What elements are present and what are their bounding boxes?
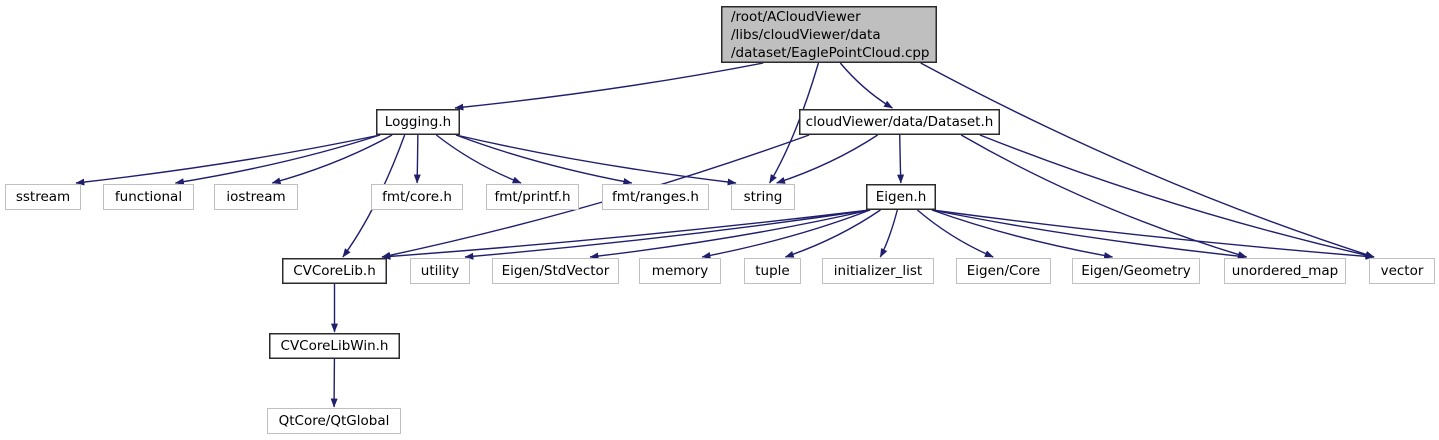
graph-edge-eigen-to-utility [464, 209, 871, 260]
graph-node-eigengeom[interactable]: Eigen/Geometry [1072, 258, 1200, 284]
graph-edge-eigen-to-stdvector [589, 209, 871, 260]
graph-edge-eigen-to-eigengeom [931, 209, 1114, 259]
graph-edge-dataset-to-unordered [960, 134, 1248, 258]
graph-node-functional[interactable]: functional [103, 184, 194, 210]
graph-edge-logging-to-string [455, 134, 737, 186]
graph-edge-dataset-to-vector [979, 134, 1375, 259]
graph-edge-root-to-string [768, 62, 820, 184]
graph-edge-eigen-to-memory [701, 209, 871, 259]
graph-node-fmtprintf[interactable]: fmt/printf.h [486, 184, 579, 210]
graph-edge-logging-to-fmtranges [455, 134, 633, 185]
graph-edge-root-to-dataset [839, 62, 893, 109]
graph-edge-logging-to-sstream [75, 134, 381, 186]
graph-node-fmtranges[interactable]: fmt/ranges.h [602, 184, 709, 210]
graph-node-memory[interactable]: memory [639, 258, 721, 284]
graph-node-vector[interactable]: vector [1369, 258, 1435, 284]
graph-node-stdvector[interactable]: Eigen/StdVector [492, 258, 619, 284]
graph-node-unordered[interactable]: unordered_map [1224, 258, 1346, 284]
graph-node-sstream[interactable]: sstream [5, 184, 81, 210]
graph-edge-eigen-to-unordered [931, 209, 1248, 260]
graph-edge-eigen-to-vector [931, 209, 1375, 260]
graph-edge-logging-to-fmtprintf [435, 134, 522, 184]
edge-paths [75, 62, 1375, 408]
graph-node-root[interactable]: /root/ACloudViewer /libs/cloudViewer/dat… [721, 6, 937, 63]
graph-node-eigencore[interactable]: Eigen/Core [956, 258, 1051, 284]
graph-edge-logging-to-fmtcore [413, 134, 421, 184]
graph-edge-logging-to-functional [174, 134, 381, 186]
graph-node-initlist[interactable]: initializer_list [822, 258, 934, 284]
graph-edge-dataset-to-cvcorelib [381, 134, 810, 259]
graph-node-cvcorewin[interactable]: CVCoreLibWin.h [269, 333, 400, 359]
graph-edge-root-to-vector [920, 62, 1375, 258]
graph-edge-logging-to-iostream [271, 134, 393, 185]
graph-edge-eigen-to-initlist [879, 209, 898, 258]
graph-node-utility[interactable]: utility [410, 258, 470, 284]
graph-node-eigen[interactable]: Eigen.h [866, 184, 936, 210]
graph-edge-eigen-to-eigencore [916, 209, 994, 258]
graph-node-iostream[interactable]: iostream [214, 184, 298, 210]
graph-node-dataset[interactable]: cloudViewer/data/Dataset.h [799, 109, 1000, 135]
graph-node-string[interactable]: string [731, 184, 795, 210]
graph-node-tuple[interactable]: tuple [744, 258, 801, 284]
graph-node-cvcorelib[interactable]: CVCoreLib.h [282, 258, 387, 284]
graph-node-logging[interactable]: Logging.h [376, 109, 460, 135]
graph-edge-dataset-to-string [776, 134, 879, 184]
graph-node-fmtcore[interactable]: fmt/core.h [371, 184, 463, 210]
graph-node-qtglobal[interactable]: QtCore/QtGlobal [267, 408, 401, 434]
graph-edge-dataset-to-eigen [897, 134, 905, 184]
graph-edge-root-to-logging [454, 62, 764, 111]
graph-edge-eigen-to-cvcorelib [381, 209, 871, 260]
graph-edge-eigen-to-tuple [784, 209, 881, 258]
